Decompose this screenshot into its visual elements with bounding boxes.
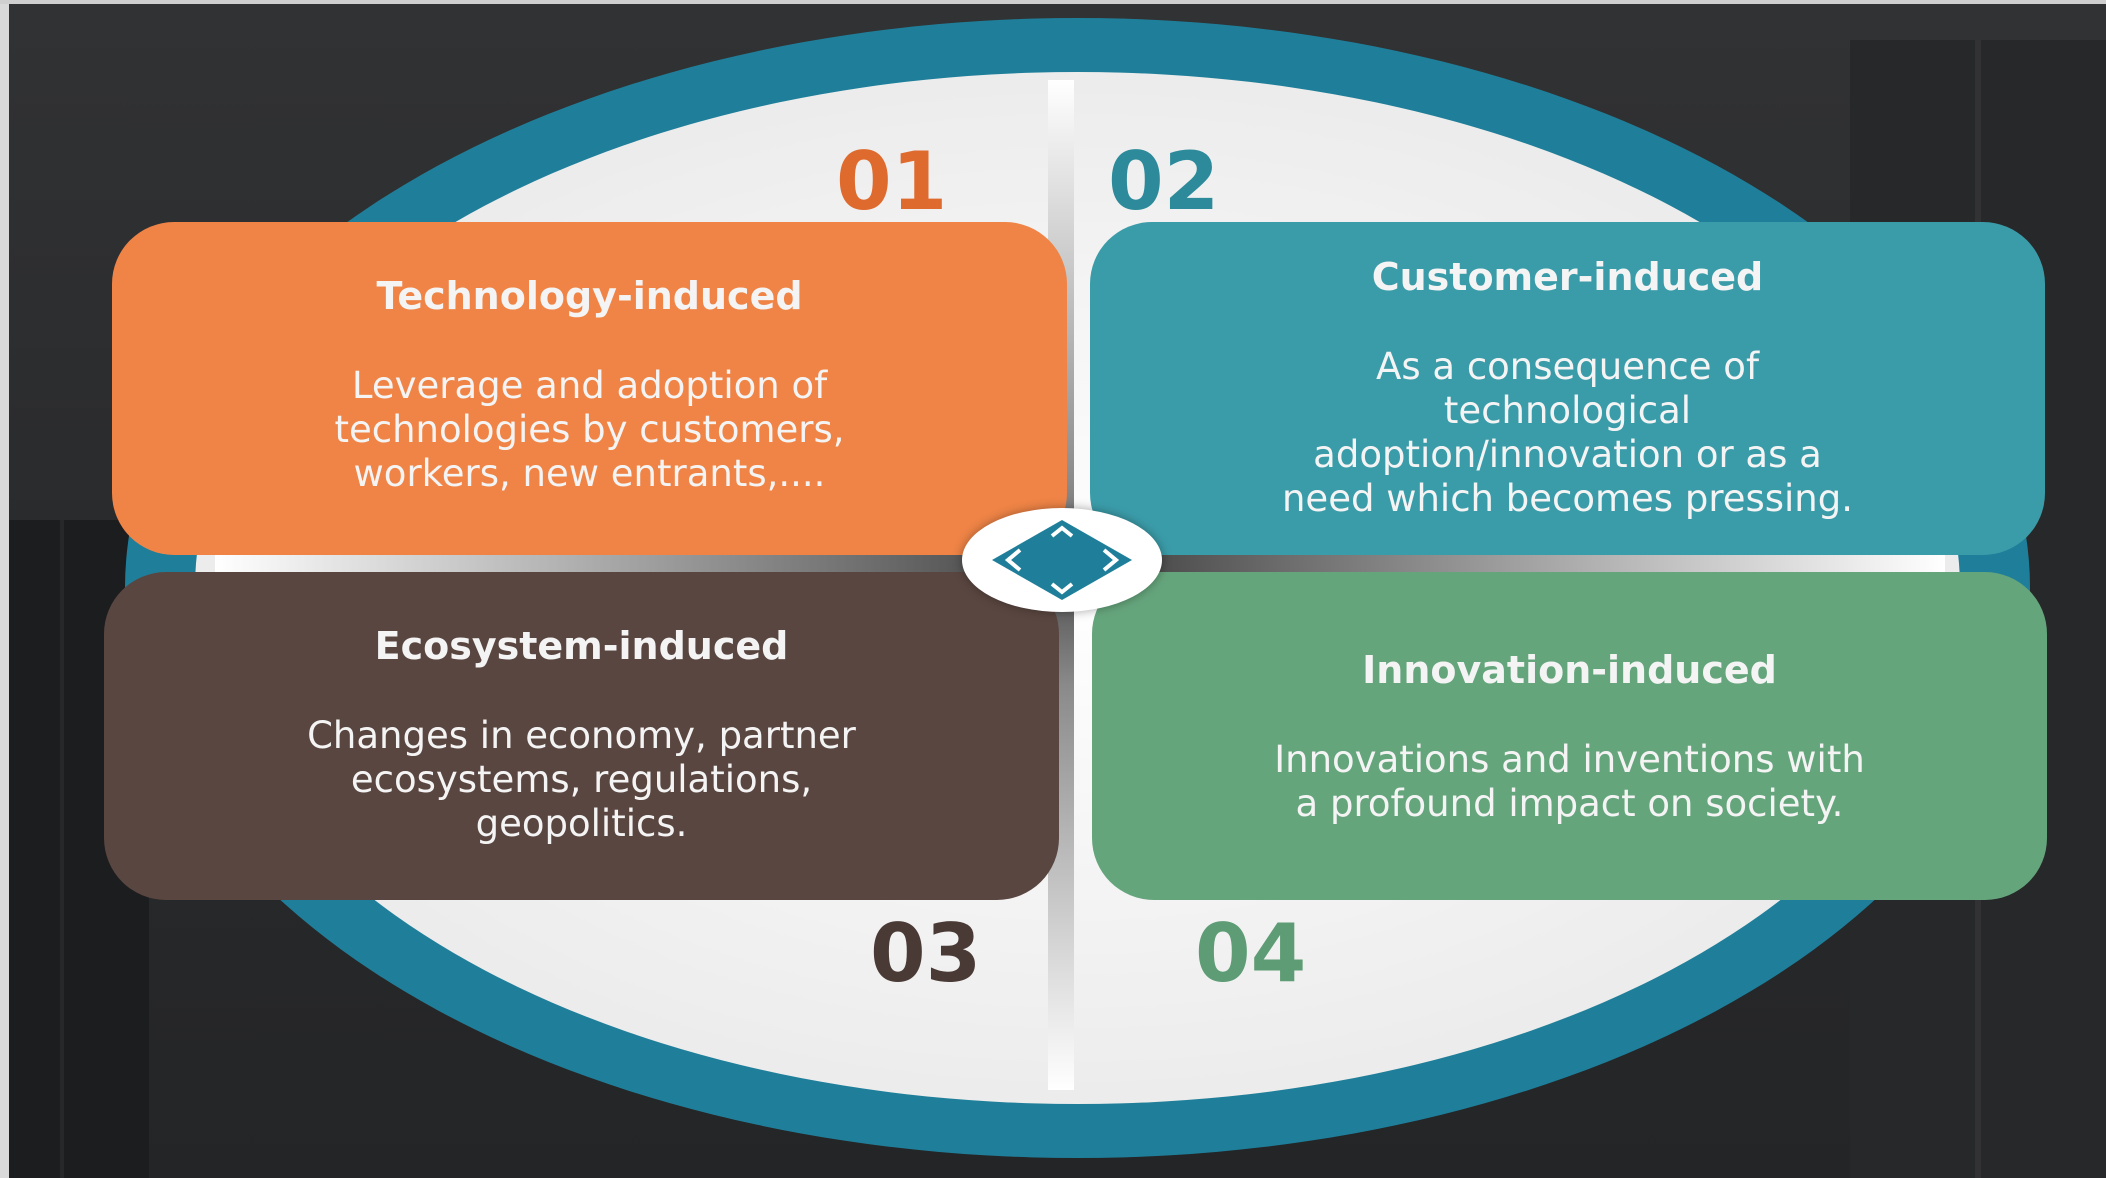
frame-edge-left bbox=[0, 0, 9, 1178]
innovation-induced-card: Innovation-induced Innovations and inven… bbox=[1092, 572, 2047, 900]
card-description-line: a profound impact on society. bbox=[1295, 781, 1844, 825]
technology-induced-card: Technology-induced Leverage and adoption… bbox=[112, 222, 1067, 555]
card-description: Leverage and adoption of technologies by… bbox=[152, 364, 1027, 496]
card-description: Changes in economy, partner ecosystems, … bbox=[144, 714, 1019, 846]
background-stripe bbox=[60, 520, 64, 1178]
step-number-03: 03 bbox=[870, 907, 982, 1000]
step-number-02: 02 bbox=[1108, 135, 1220, 228]
four-way-arrows-icon bbox=[992, 520, 1132, 600]
card-description-line: adoption/innovation or as a bbox=[1313, 432, 1822, 476]
card-description-line: Leverage and adoption of bbox=[351, 363, 828, 407]
card-description-line: Innovations and inventions with bbox=[1274, 737, 1865, 781]
step-number-01: 01 bbox=[836, 135, 948, 228]
card-title: Ecosystem-induced bbox=[374, 624, 789, 668]
card-description-line: need which becomes pressing. bbox=[1281, 476, 1854, 520]
card-title: Technology-induced bbox=[376, 274, 803, 318]
card-description: Innovations and inventions with a profou… bbox=[1132, 738, 2007, 826]
ecosystem-induced-card: Ecosystem-induced Changes in economy, pa… bbox=[104, 572, 1059, 900]
card-title: Customer-induced bbox=[1371, 255, 1764, 299]
card-description-line: As a consequence of bbox=[1376, 344, 1759, 388]
frame-edge-top bbox=[0, 0, 2106, 4]
card-description-line: technologies by customers, bbox=[334, 407, 845, 451]
customer-induced-card: Customer-induced As a consequence of tec… bbox=[1090, 222, 2045, 555]
card-description-line: workers, new entrants,.... bbox=[353, 451, 826, 495]
step-number-04: 04 bbox=[1195, 907, 1307, 1000]
card-description: As a consequence of technological adopti… bbox=[1130, 345, 2005, 521]
card-description-line: geopolitics. bbox=[475, 801, 688, 845]
center-hub bbox=[962, 508, 1162, 612]
card-description-line: technological bbox=[1443, 388, 1692, 432]
card-description-line: ecosystems, regulations, bbox=[350, 757, 813, 801]
card-title: Innovation-induced bbox=[1362, 648, 1777, 692]
card-description-line: Changes in economy, partner bbox=[307, 713, 856, 757]
